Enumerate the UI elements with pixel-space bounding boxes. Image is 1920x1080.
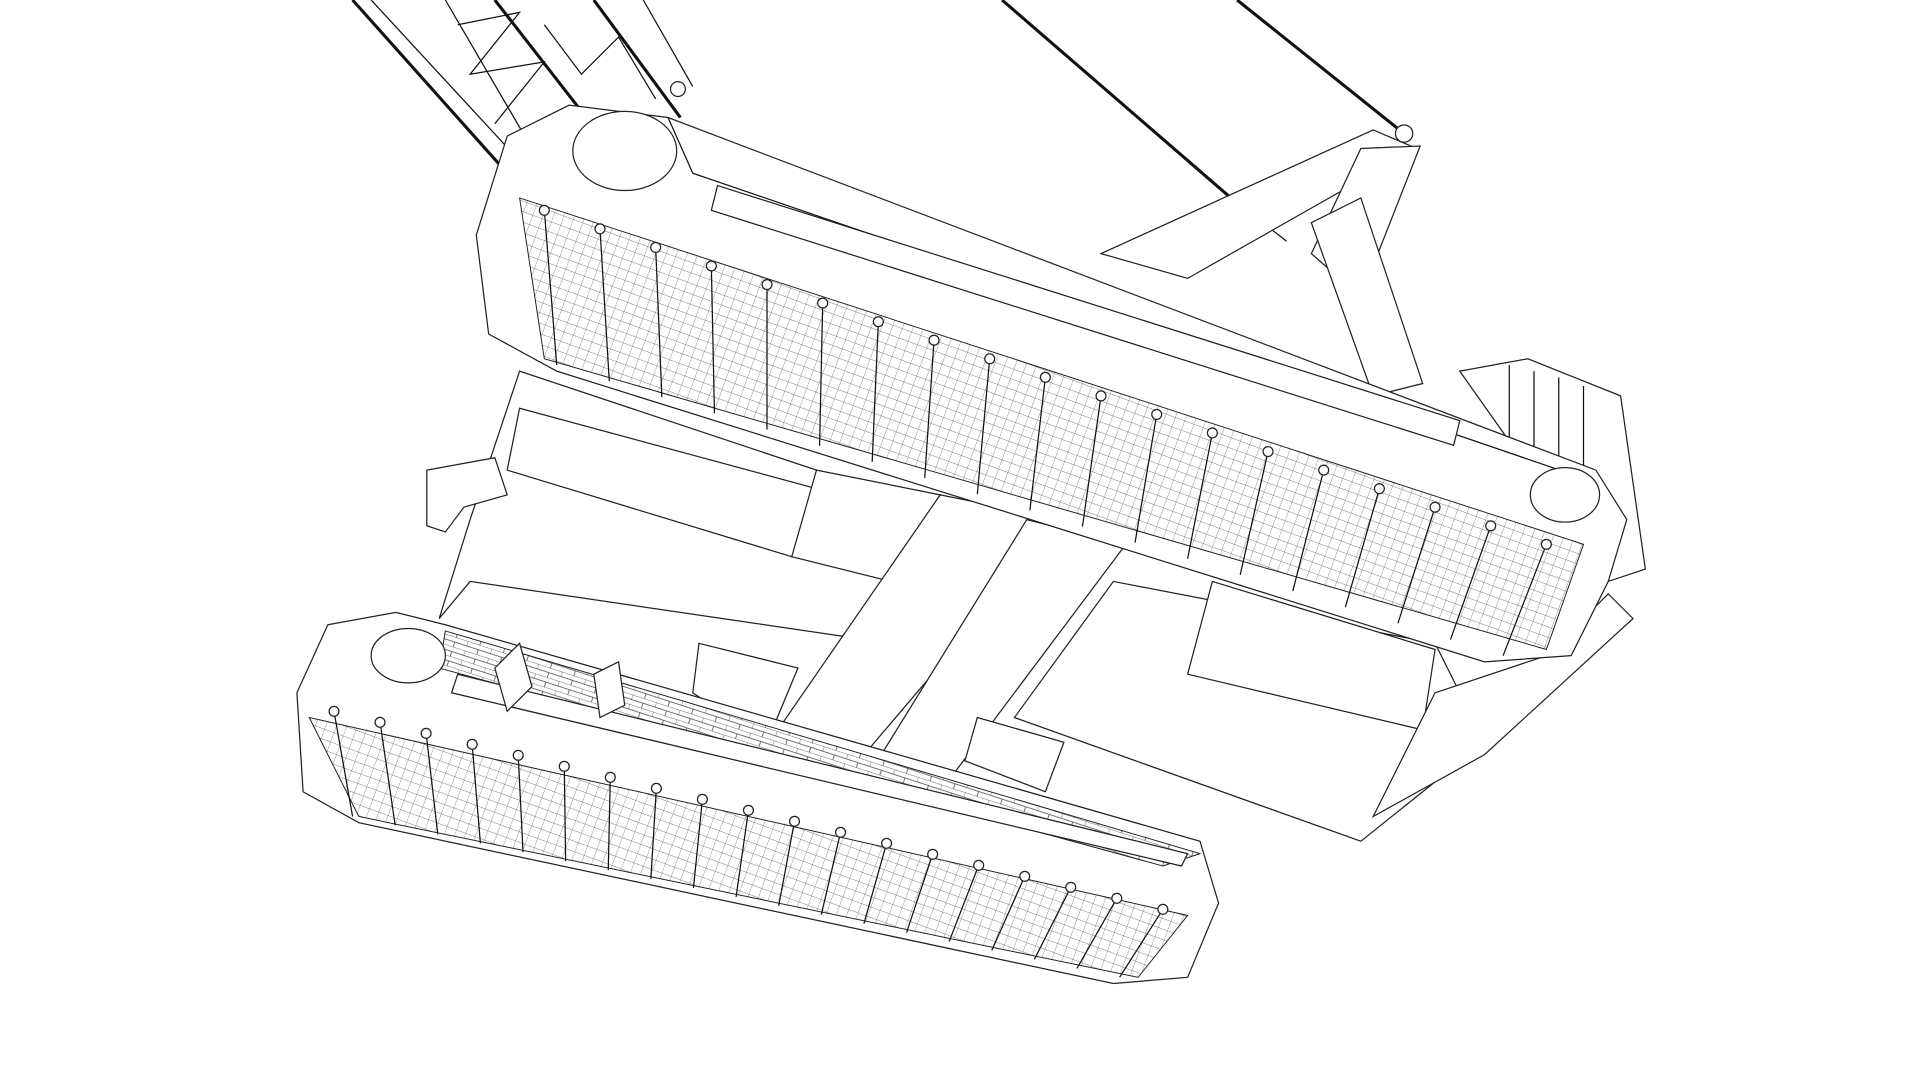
- track-shoe-divider: [1502, 544, 1547, 656]
- track-bolt: [1429, 501, 1441, 513]
- track-shoe-divider: [543, 210, 558, 365]
- track-bolt: [1111, 892, 1123, 904]
- track-bolt: [928, 334, 940, 346]
- track-shoe-divider: [333, 711, 354, 817]
- track-shoe-divider: [1029, 377, 1046, 511]
- track-bolt: [788, 815, 801, 827]
- track-shoe-divider: [425, 733, 439, 835]
- track-bolt: [1540, 538, 1552, 550]
- track-bolt: [1373, 483, 1385, 495]
- track-shoe-divider: [1449, 525, 1492, 640]
- track-shoe-divider: [607, 777, 611, 871]
- track-shoe-divider: [517, 755, 524, 853]
- track-shoe-divider: [379, 722, 396, 826]
- track-shoe-divider: [948, 865, 980, 942]
- track-shoe-divider: [924, 340, 935, 479]
- track-shoe-divider: [1081, 395, 1102, 527]
- track-shoe-divider: [905, 854, 934, 933]
- track-bolt: [374, 716, 386, 728]
- boom: [351, 0, 694, 175]
- track-shoe-divider: [471, 744, 482, 844]
- track-shoe-divider: [655, 247, 663, 398]
- track-bolt: [594, 223, 606, 235]
- track-bolt: [872, 316, 884, 328]
- track-shoe-divider: [820, 832, 842, 915]
- track-bolt: [817, 297, 829, 309]
- track-bolt: [1485, 520, 1497, 532]
- track-shoe-divider: [735, 810, 750, 897]
- track-bolt: [984, 353, 996, 365]
- track-bolt: [1039, 371, 1051, 383]
- track-shoe-divider: [1344, 488, 1380, 608]
- track-bolt: [650, 241, 662, 253]
- track-shoe-divider: [1239, 451, 1269, 576]
- track-shoe-divider: [1134, 414, 1158, 543]
- track-bolt: [742, 804, 755, 816]
- track-bolt: [705, 260, 717, 272]
- track-bolt: [1065, 881, 1077, 893]
- track-shoe-divider: [650, 788, 657, 880]
- track-shoe-divider: [1033, 887, 1072, 960]
- track-bolt: [927, 848, 939, 860]
- lower-crawler-track: [296, 611, 1220, 985]
- track-shoe-divider: [778, 821, 796, 906]
- track-shoe-divider: [563, 766, 567, 862]
- track-bolt: [512, 749, 524, 761]
- track-bolt: [1019, 870, 1031, 882]
- track-bolt: [420, 727, 432, 739]
- track-bolt: [538, 204, 550, 216]
- track-bolt: [650, 782, 662, 794]
- track-bolt: [1095, 390, 1107, 402]
- track-bolt: [973, 859, 985, 871]
- track-bolt: [1151, 408, 1163, 421]
- track-bolt: [558, 760, 570, 772]
- track-bolt: [761, 278, 773, 291]
- track-shoe-divider: [1187, 432, 1213, 559]
- track-shoe-divider: [1292, 469, 1325, 592]
- track-bolt: [604, 771, 616, 783]
- track-bolt: [1206, 427, 1218, 439]
- track-bolt: [881, 837, 893, 849]
- track-shoe-divider: [991, 876, 1026, 951]
- track-shoe-divider: [863, 843, 888, 924]
- track-shoe-divider: [1397, 507, 1436, 624]
- track-bolt: [696, 793, 708, 805]
- track-shoe-divider: [599, 228, 610, 382]
- track-shoe-divider: [1119, 908, 1164, 978]
- track-bolt: [1318, 464, 1330, 476]
- mast-strut: [1099, 124, 1424, 397]
- upper-crawler-track: [475, 104, 1628, 663]
- carbody: [426, 358, 1647, 842]
- track-shoe-divider: [710, 265, 716, 414]
- track-shoe-divider: [1076, 897, 1118, 969]
- track-shoe-divider: [818, 303, 824, 446]
- track-bolt: [1262, 445, 1274, 458]
- track-bolt: [466, 738, 478, 750]
- track-shoe-divider: [692, 799, 704, 889]
- track-bolt: [1157, 903, 1169, 915]
- track-shoe-divider: [976, 358, 991, 495]
- track-bolt: [328, 705, 340, 717]
- track-shoe-divider: [871, 321, 879, 462]
- track-bolt: [834, 826, 847, 838]
